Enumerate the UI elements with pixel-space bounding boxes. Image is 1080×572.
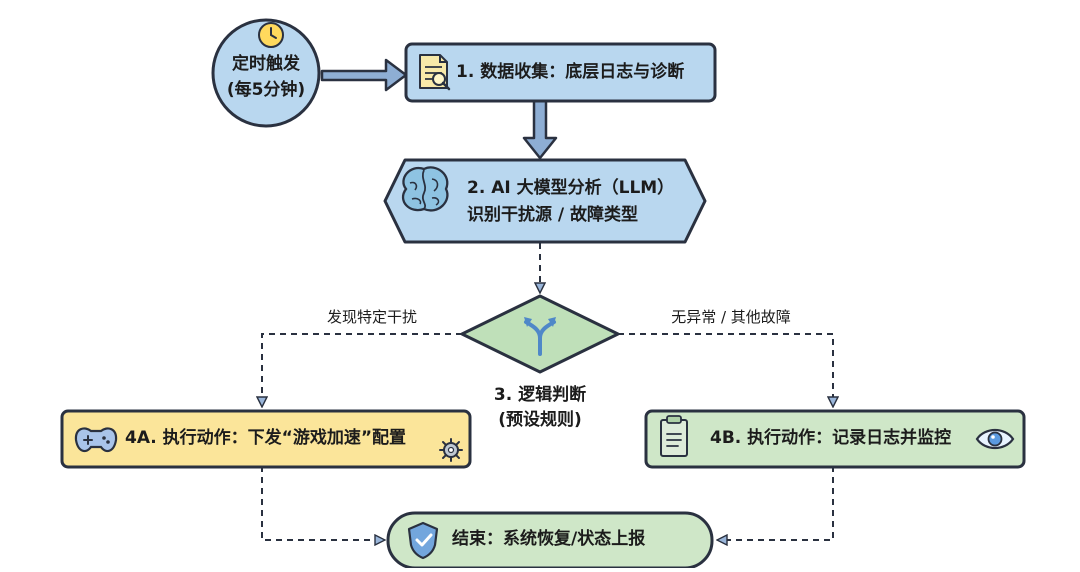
gear-icon — [439, 438, 463, 462]
document-search-icon — [419, 54, 451, 91]
analyze-node — [383, 158, 707, 244]
clock-icon — [258, 22, 284, 48]
trigger-line2: (每5分钟) — [226, 80, 306, 100]
analyze-line2: 识别干扰源 / 故障类型 — [467, 205, 639, 225]
edge-4a-to-end — [261, 466, 384, 540]
collect-node — [404, 42, 717, 103]
brain-icon — [401, 166, 449, 212]
clipboard-icon — [660, 415, 688, 457]
action-b-label: 4B. 执行动作：记录日志并监控 — [710, 428, 952, 448]
split-arrow-icon — [524, 317, 556, 356]
end-label: 结束：系统恢复/状态上报 — [452, 529, 646, 549]
trigger-line1: 定时触发 — [232, 54, 300, 74]
solid-arrow-trigger-to-collect — [320, 58, 408, 92]
decision-line2: (预设规则) — [498, 410, 582, 430]
shield-check-icon — [407, 521, 439, 560]
edge-4b-to-end — [718, 466, 834, 540]
right-branch-label: 无异常 / 其他故障 — [671, 308, 791, 326]
collect-label: 1. 数据收集：底层日志与诊断 — [456, 62, 685, 82]
edge-decision-to-4a — [262, 333, 462, 406]
action-a-node — [60, 409, 472, 469]
decision-line1: 3. 逻辑判断 — [493, 385, 587, 405]
left-branch-label: 发现特定干扰 — [326, 308, 417, 326]
action-b-node — [644, 409, 1026, 469]
gamepad-icon — [74, 427, 118, 453]
analyze-line1: 2. AI 大模型分析（LLM） — [467, 178, 675, 198]
dashed-connectors — [262, 243, 833, 540]
edge-decision-to-4b — [618, 333, 833, 406]
trigger-node — [211, 18, 321, 128]
solid-arrow-collect-to-analyze — [522, 99, 558, 160]
eye-icon — [975, 428, 1015, 450]
action-a-label: 4A. 执行动作：下发“游戏加速”配置 — [125, 428, 407, 448]
